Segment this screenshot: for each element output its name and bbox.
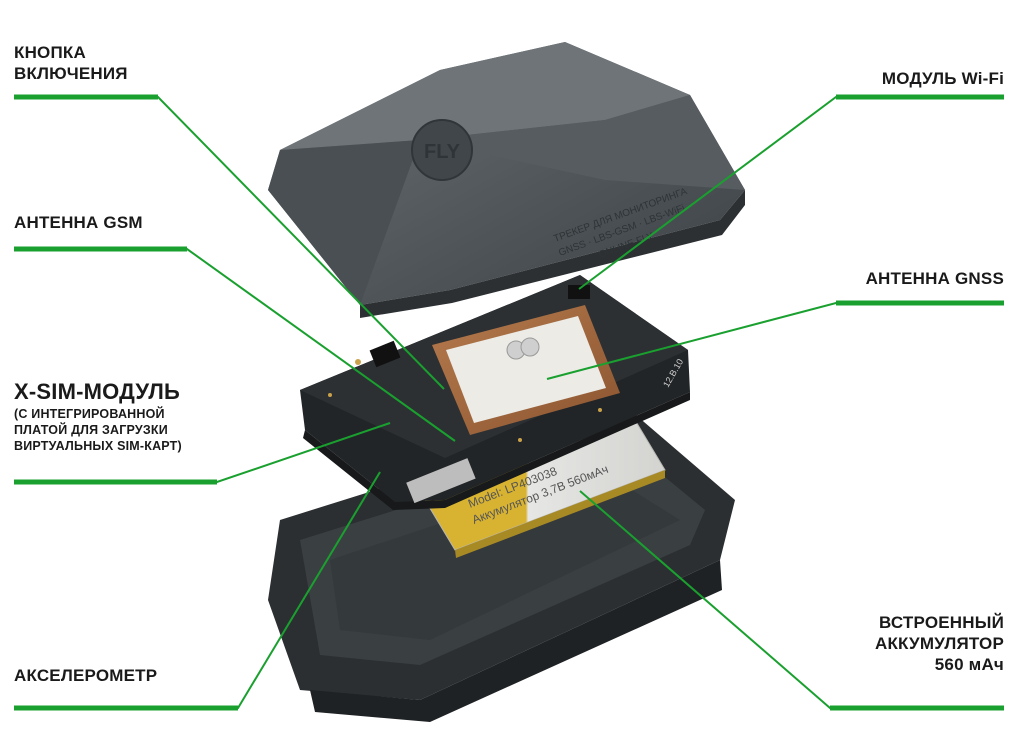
gnss-antenna (432, 305, 620, 435)
callout-xsim-title: X-SIM-МОДУЛЬ (14, 379, 181, 404)
logo-icon (411, 119, 473, 181)
callout-accelerometer: АКСЕЛЕРОМЕТР (14, 666, 158, 685)
power-button-part (369, 340, 401, 368)
gsm-antenna-part (406, 458, 476, 504)
wifi-module-part (568, 285, 590, 299)
svg-text:FLY: FLY (424, 141, 461, 163)
top-lid: FLY ТРЕКЕР ДЛЯ МОНИТОРИНГА GNSS · LBS-GS… (268, 42, 745, 318)
callout-power-button: КНОПКА ВКЛЮЧЕНИЯ (14, 43, 128, 83)
callout-gsm-antenna: АНТЕННА GSM (14, 213, 143, 232)
callout-xsim-subtitle: (С ИНТЕГРИРОВАННОЙ ПЛАТОЙ ДЛЯ ЗАГРУЗКИ В… (14, 407, 182, 453)
callout-wifi-module: МОДУЛЬ Wi-Fi (881, 69, 1004, 88)
battery: Model: LP403038 Аккумулятор 3,7В 560мАч (424, 419, 666, 558)
callout-battery: ВСТРОЕННЫЙ АККУМУЛЯТОР 560 мАч (875, 613, 1004, 674)
callout-gnss-antenna: АНТЕННА GNSS (865, 269, 1004, 288)
